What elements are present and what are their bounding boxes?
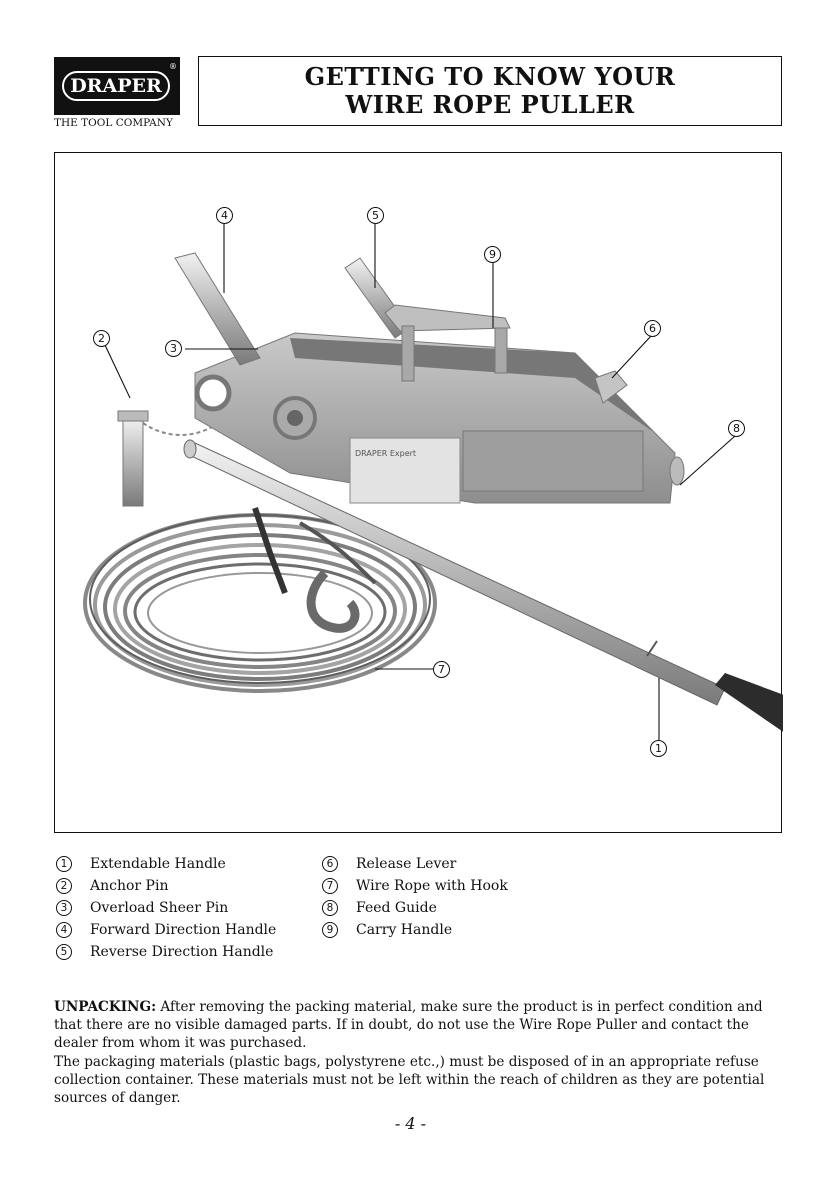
unpacking-paragraph: UNPACKING: After removing the packing ma… [54, 998, 784, 1053]
body-plate-label: DRAPER Expert [355, 449, 416, 458]
draper-logo: DRAPER ® THE TOOL COMPANY [54, 57, 180, 129]
legend-label: Wire Rope with Hook [356, 878, 508, 894]
logo-tagline: THE TOOL COMPANY [54, 117, 173, 129]
callout-3: 3 [165, 340, 182, 357]
legend-item: 1 Extendable Handle [56, 853, 276, 875]
legend-item: 7 Wire Rope with Hook [322, 875, 508, 897]
page-title: GETTING TO KNOW YOUR WIRE ROPE PULLER [198, 56, 782, 126]
legend-number: 5 [56, 944, 72, 960]
legend-number: 4 [56, 922, 72, 938]
legend-item: 8 Feed Guide [322, 897, 508, 919]
legend-number: 8 [322, 900, 338, 916]
legend-item: 6 Release Lever [322, 853, 508, 875]
legend-item: 2 Anchor Pin [56, 875, 276, 897]
product-illustration: DRAPER Expert 4 5 9 6 2 3 [54, 152, 782, 833]
unpacking-text-2: The packaging materials (plastic bags, p… [54, 1053, 784, 1108]
legend-label: Carry Handle [356, 922, 452, 938]
unpacking-heading: UNPACKING: [54, 999, 156, 1015]
parts-legend-left: 1 Extendable Handle 2 Anchor Pin 3 Overl… [56, 853, 276, 963]
wire-rope-puller-drawing: DRAPER Expert [55, 153, 783, 834]
callout-6: 6 [644, 320, 661, 337]
callout-2: 2 [93, 330, 110, 347]
callout-4: 4 [216, 207, 233, 224]
callout-7: 7 [433, 661, 450, 678]
logo-badge: DRAPER ® [54, 57, 180, 115]
legend-label: Feed Guide [356, 900, 437, 916]
callout-5: 5 [367, 207, 384, 224]
legend-item: 9 Carry Handle [322, 919, 508, 941]
parts-legend-right: 6 Release Lever 7 Wire Rope with Hook 8 … [322, 853, 508, 941]
legend-item: 4 Forward Direction Handle [56, 919, 276, 941]
page-number: - 4 - [0, 1114, 821, 1133]
legend-label: Anchor Pin [90, 878, 168, 894]
title-line-1: GETTING TO KNOW YOUR [305, 63, 676, 91]
callout-8: 8 [728, 420, 745, 437]
legend-number: 9 [322, 922, 338, 938]
callout-1: 1 [650, 740, 667, 757]
legend-number: 6 [322, 856, 338, 872]
legend-label: Forward Direction Handle [90, 922, 276, 938]
legend-label: Reverse Direction Handle [90, 944, 273, 960]
legend-item: 3 Overload Sheer Pin [56, 897, 276, 919]
legend-number: 2 [56, 878, 72, 894]
legend-label: Release Lever [356, 856, 456, 872]
legend-item: 5 Reverse Direction Handle [56, 941, 276, 963]
legend-number: 7 [322, 878, 338, 894]
logo-wordmark: DRAPER [62, 71, 170, 101]
callout-9: 9 [484, 246, 501, 263]
legend-number: 1 [56, 856, 72, 872]
legend-number: 3 [56, 900, 72, 916]
unpacking-text-1: After removing the packing material, mak… [54, 999, 763, 1051]
registered-mark: ® [169, 62, 177, 71]
legend-label: Extendable Handle [90, 856, 226, 872]
title-line-2: WIRE ROPE PULLER [345, 91, 634, 119]
rope-hook [311, 573, 355, 628]
legend-label: Overload Sheer Pin [90, 900, 228, 916]
unpacking-section: UNPACKING: After removing the packing ma… [54, 998, 784, 1107]
